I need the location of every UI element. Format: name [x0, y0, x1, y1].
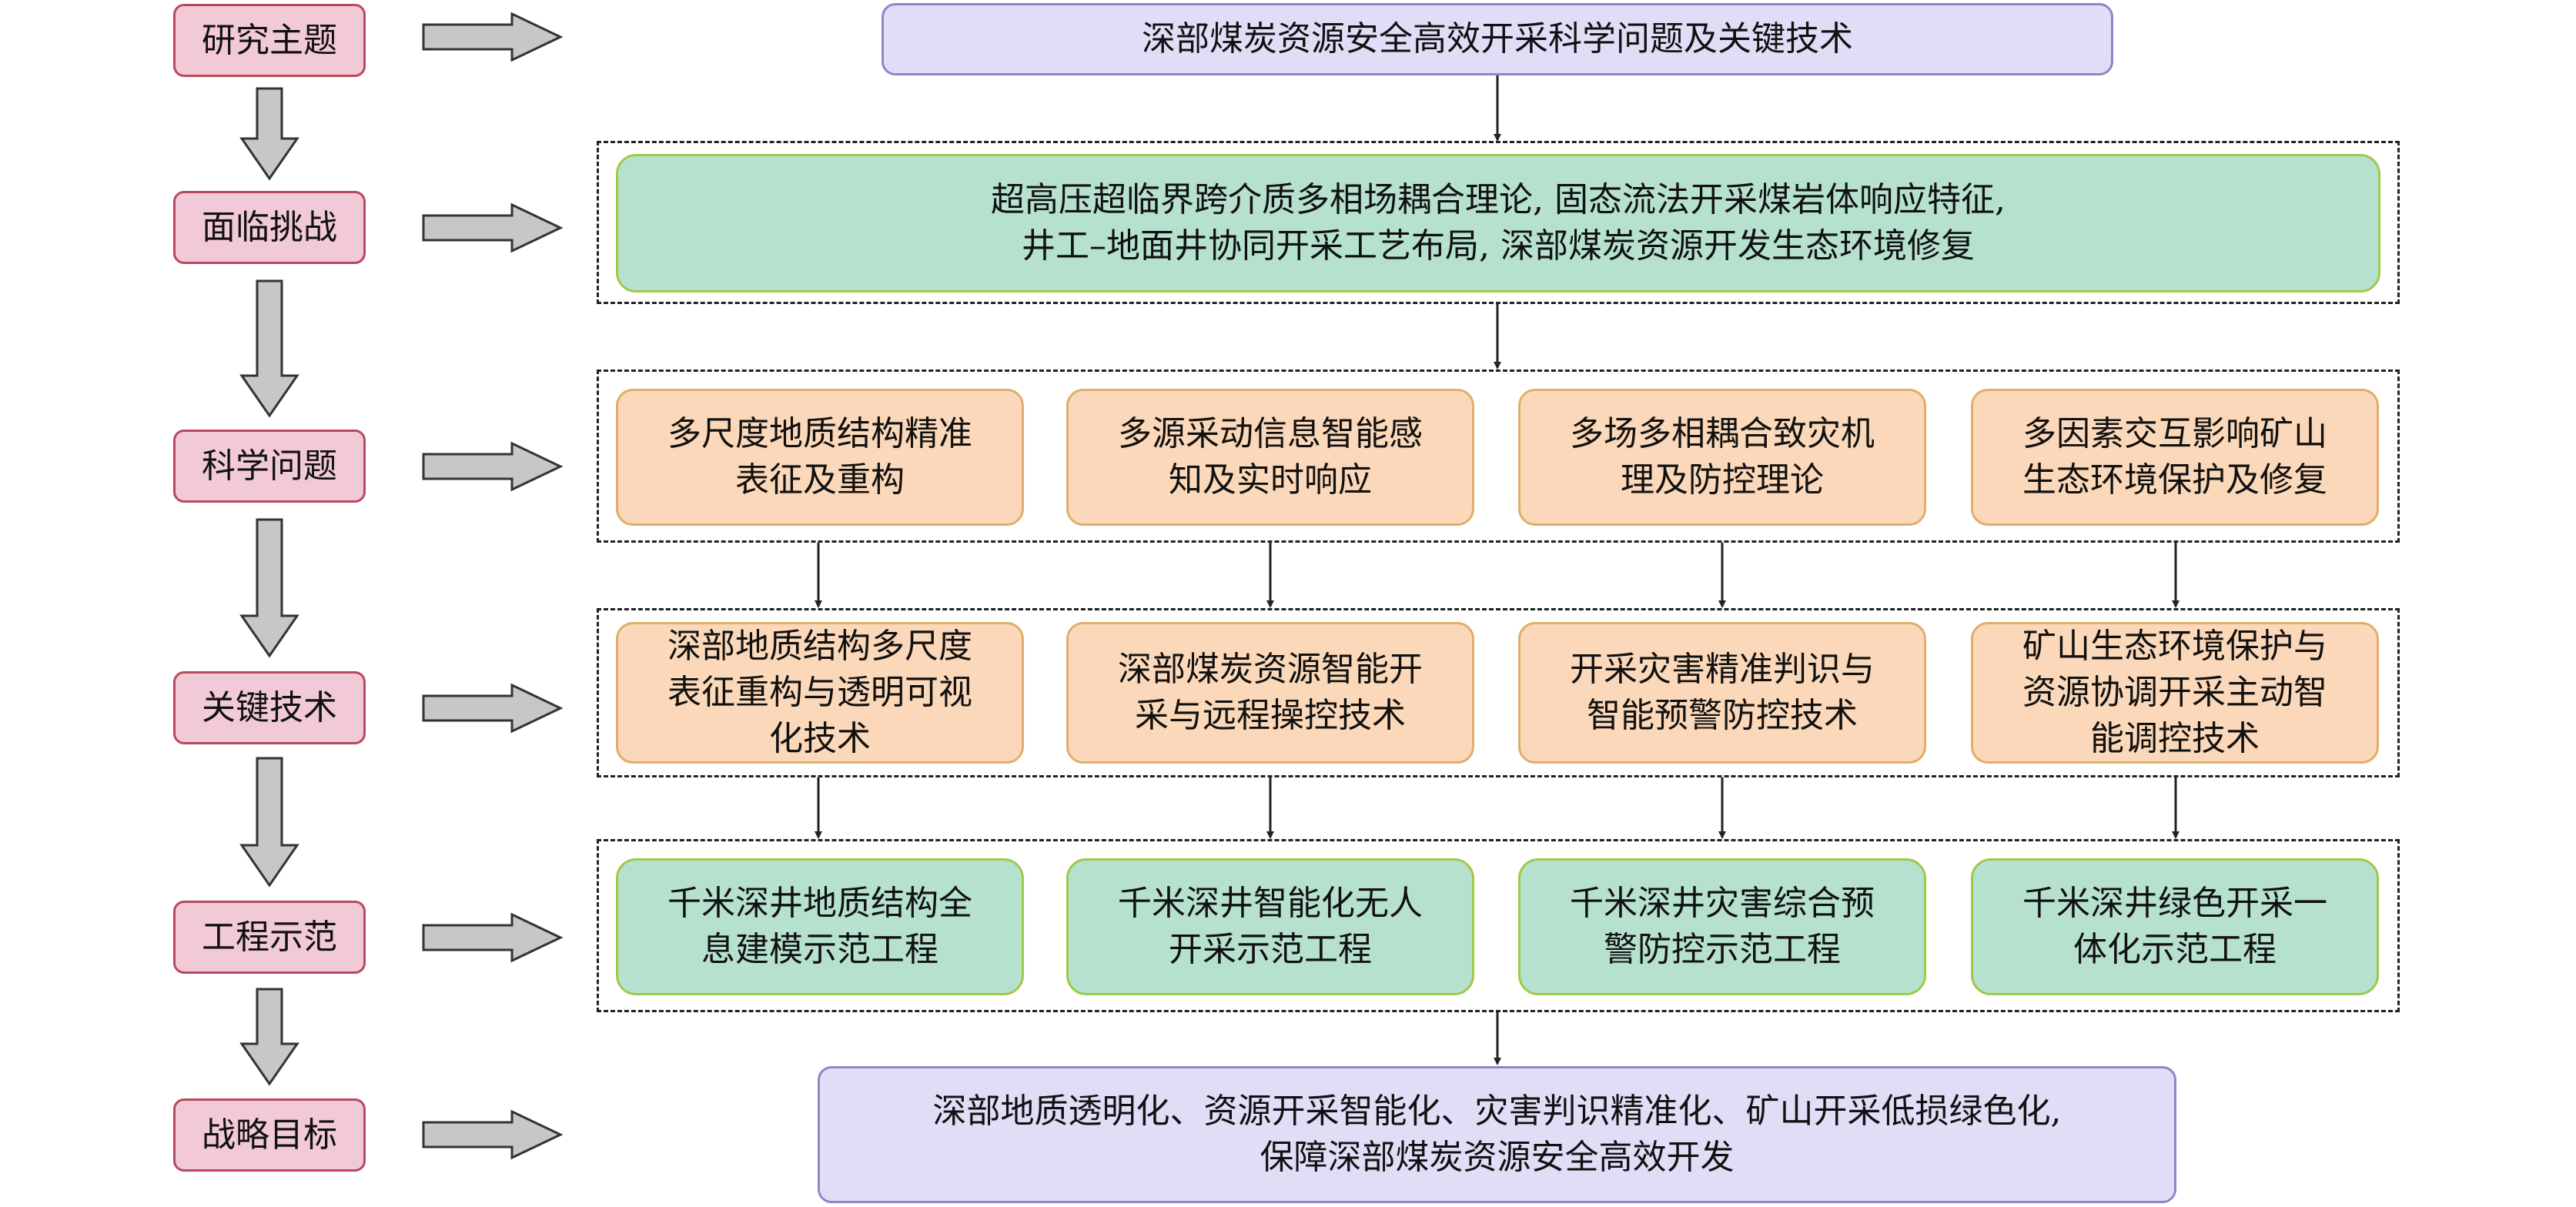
- right-arrow-2: [422, 202, 564, 253]
- down-arrow-4: [239, 757, 299, 888]
- right-arrow-1: [422, 12, 564, 62]
- right-arrows: [422, 12, 564, 1160]
- key-technology-3: 开采灾害精准判识与智能预警防控技术: [1518, 622, 1926, 764]
- scientific-issue-1: 多尺度地质结构精准表征及重构: [616, 389, 1024, 526]
- right-arrow-3: [422, 441, 564, 492]
- demonstration-1: 千米深井地质结构全息建模示范工程: [616, 858, 1024, 995]
- key-technology-2: 深部煤炭资源智能开采与远程操控技术: [1066, 622, 1474, 764]
- down-arrow-3: [239, 518, 299, 658]
- level-demonstrations: 工程示范: [173, 901, 366, 974]
- scientific-issue-2: 多源采动信息智能感知及实时响应: [1066, 389, 1474, 526]
- demonstrations-group-frame: [597, 839, 2400, 1012]
- scientific-issue-3: 多场多相耦合致灾机理及防控理论: [1518, 389, 1926, 526]
- level-scientific-issues: 科学问题: [173, 430, 366, 503]
- demonstration-3: 千米深井灾害综合预警防控示范工程: [1518, 858, 1926, 995]
- key-technology-4: 矿山生态环境保护与资源协调开采主动智能调控技术: [1971, 622, 2379, 764]
- scientific-issue-4: 多因素交互影响矿山生态环境保护及修复: [1971, 389, 2379, 526]
- down-arrow-2: [239, 279, 299, 418]
- strategic-goal-box: 深部地质透明化、资源开采智能化、灾害判识精准化、矿山开采低损绿色化, 保障深部煤…: [818, 1066, 2176, 1203]
- level-challenges: 面临挑战: [173, 191, 366, 264]
- level-key-technologies: 关键技术: [173, 671, 366, 744]
- challenges-box: 超高压超临界跨介质多相场耦合理论, 固态流法开采煤岩体响应特征, 井工–地面井协…: [616, 154, 2380, 293]
- right-arrow-5: [422, 912, 564, 963]
- issues-group-frame: [597, 369, 2400, 543]
- right-arrow-6: [422, 1109, 564, 1160]
- research-topic-box: 深部煤炭资源安全高效开采科学问题及关键技术: [882, 3, 2113, 75]
- down-arrow-5: [239, 988, 299, 1086]
- key-technology-1: 深部地质结构多尺度表征重构与透明可视化技术: [616, 622, 1024, 764]
- thin-arrows: [815, 75, 2180, 1065]
- down-arrow-1: [239, 87, 299, 181]
- demonstration-2: 千米深井智能化无人开采示范工程: [1066, 858, 1474, 995]
- down-arrows: [239, 87, 299, 1086]
- level-strategic-goal: 战略目标: [173, 1098, 366, 1172]
- challenges-group-frame: [597, 141, 2400, 304]
- demonstration-4: 千米深井绿色开采一体化示范工程: [1971, 858, 2379, 995]
- right-arrow-4: [422, 683, 564, 734]
- technologies-group-frame: [597, 608, 2400, 777]
- level-research-topic: 研究主题: [173, 4, 366, 77]
